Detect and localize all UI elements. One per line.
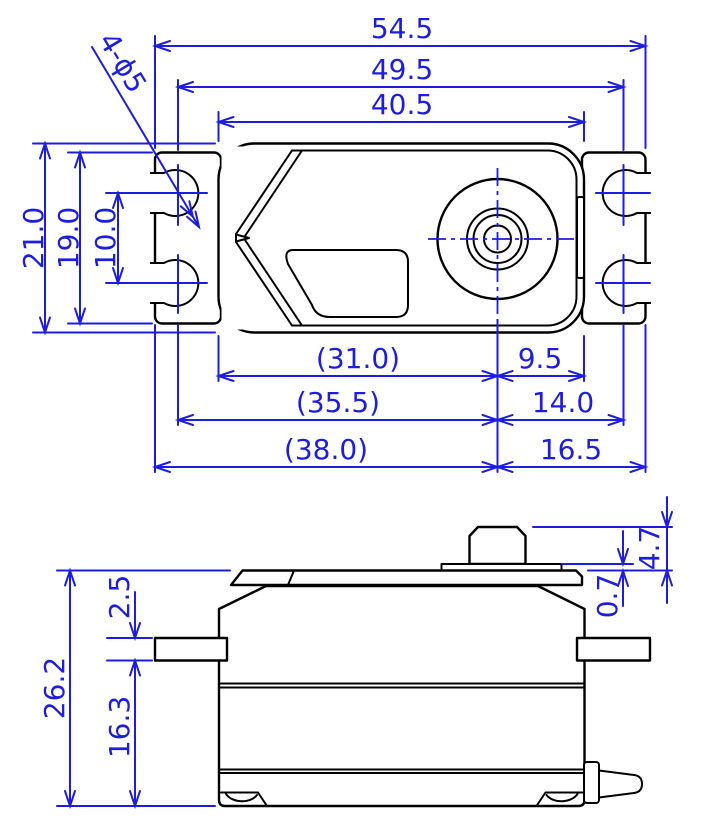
dim-side-height-overall: 26.2 xyxy=(38,569,76,807)
dim-label: 49.5 xyxy=(371,53,433,86)
dim-shaft-to-body: (31.0) 9.5 xyxy=(217,342,585,382)
dim-label: 4.7 xyxy=(633,526,666,571)
case-split-lines xyxy=(218,682,586,774)
dim-overall-width: 54.5 xyxy=(154,12,647,52)
dim-label: 16.5 xyxy=(540,433,602,466)
dim-label: 26.2 xyxy=(38,657,71,719)
dim-label: 16.3 xyxy=(103,696,136,758)
top-view-dimensions: 54.5 49.5 40.5 21.0 19.0 10.0 xyxy=(17,12,647,473)
dim-label: 19.0 xyxy=(52,207,85,269)
top-cover-edge-line xyxy=(287,569,295,586)
dim-label: 10.0 xyxy=(89,207,122,269)
dim-height-overall: 21.0 xyxy=(17,142,51,334)
dim-tab-thickness: 2.5 xyxy=(103,575,141,639)
dim-label: 14.0 xyxy=(532,386,594,419)
dim-hole-pitch: 10.0 xyxy=(89,192,124,284)
label-recess xyxy=(285,249,409,318)
dim-label: (35.5) xyxy=(296,386,380,419)
dim-shaft-to-edge: (38.0) 16.5 xyxy=(154,433,647,473)
dim-plate-thickness: 0.7 xyxy=(591,530,629,619)
dim-label: 21.0 xyxy=(17,207,50,269)
cable-nozzle xyxy=(598,769,643,799)
top-view-construction-lines xyxy=(32,35,651,473)
side-view xyxy=(153,525,652,808)
left-mounting-tab xyxy=(153,636,229,662)
dim-body-width: 40.5 xyxy=(217,88,585,128)
bottom-feet xyxy=(220,791,584,807)
right-edge-strip xyxy=(576,196,585,279)
dim-label: 54.5 xyxy=(371,12,433,45)
dim-label: 9.5 xyxy=(518,342,563,375)
dim-ear-height: 19.0 xyxy=(52,151,86,325)
dim-label: (31.0) xyxy=(316,342,400,375)
dim-label: 2.5 xyxy=(103,575,136,620)
dim-hole-center-span: 49.5 xyxy=(177,53,625,93)
right-mounting-tab xyxy=(575,636,652,662)
dim-label: (38.0) xyxy=(284,433,368,466)
left-chamfer-wedge xyxy=(235,149,303,327)
dim-shaft-height: 4.7 xyxy=(633,496,673,604)
dim-tab-to-bottom: 16.3 xyxy=(103,659,141,807)
dim-shaft-to-holes: (35.5) 14.0 xyxy=(177,386,625,426)
top-view xyxy=(150,142,651,334)
dim-label: 40.5 xyxy=(371,88,433,121)
wedge-mask xyxy=(221,146,292,330)
dim-label: 0.7 xyxy=(591,574,624,619)
output-shaft xyxy=(468,525,527,566)
side-view-dimensions: 26.2 2.5 16.3 4.7 0.7 xyxy=(38,496,673,807)
top-cover xyxy=(229,569,584,587)
cable-collar xyxy=(583,761,600,804)
